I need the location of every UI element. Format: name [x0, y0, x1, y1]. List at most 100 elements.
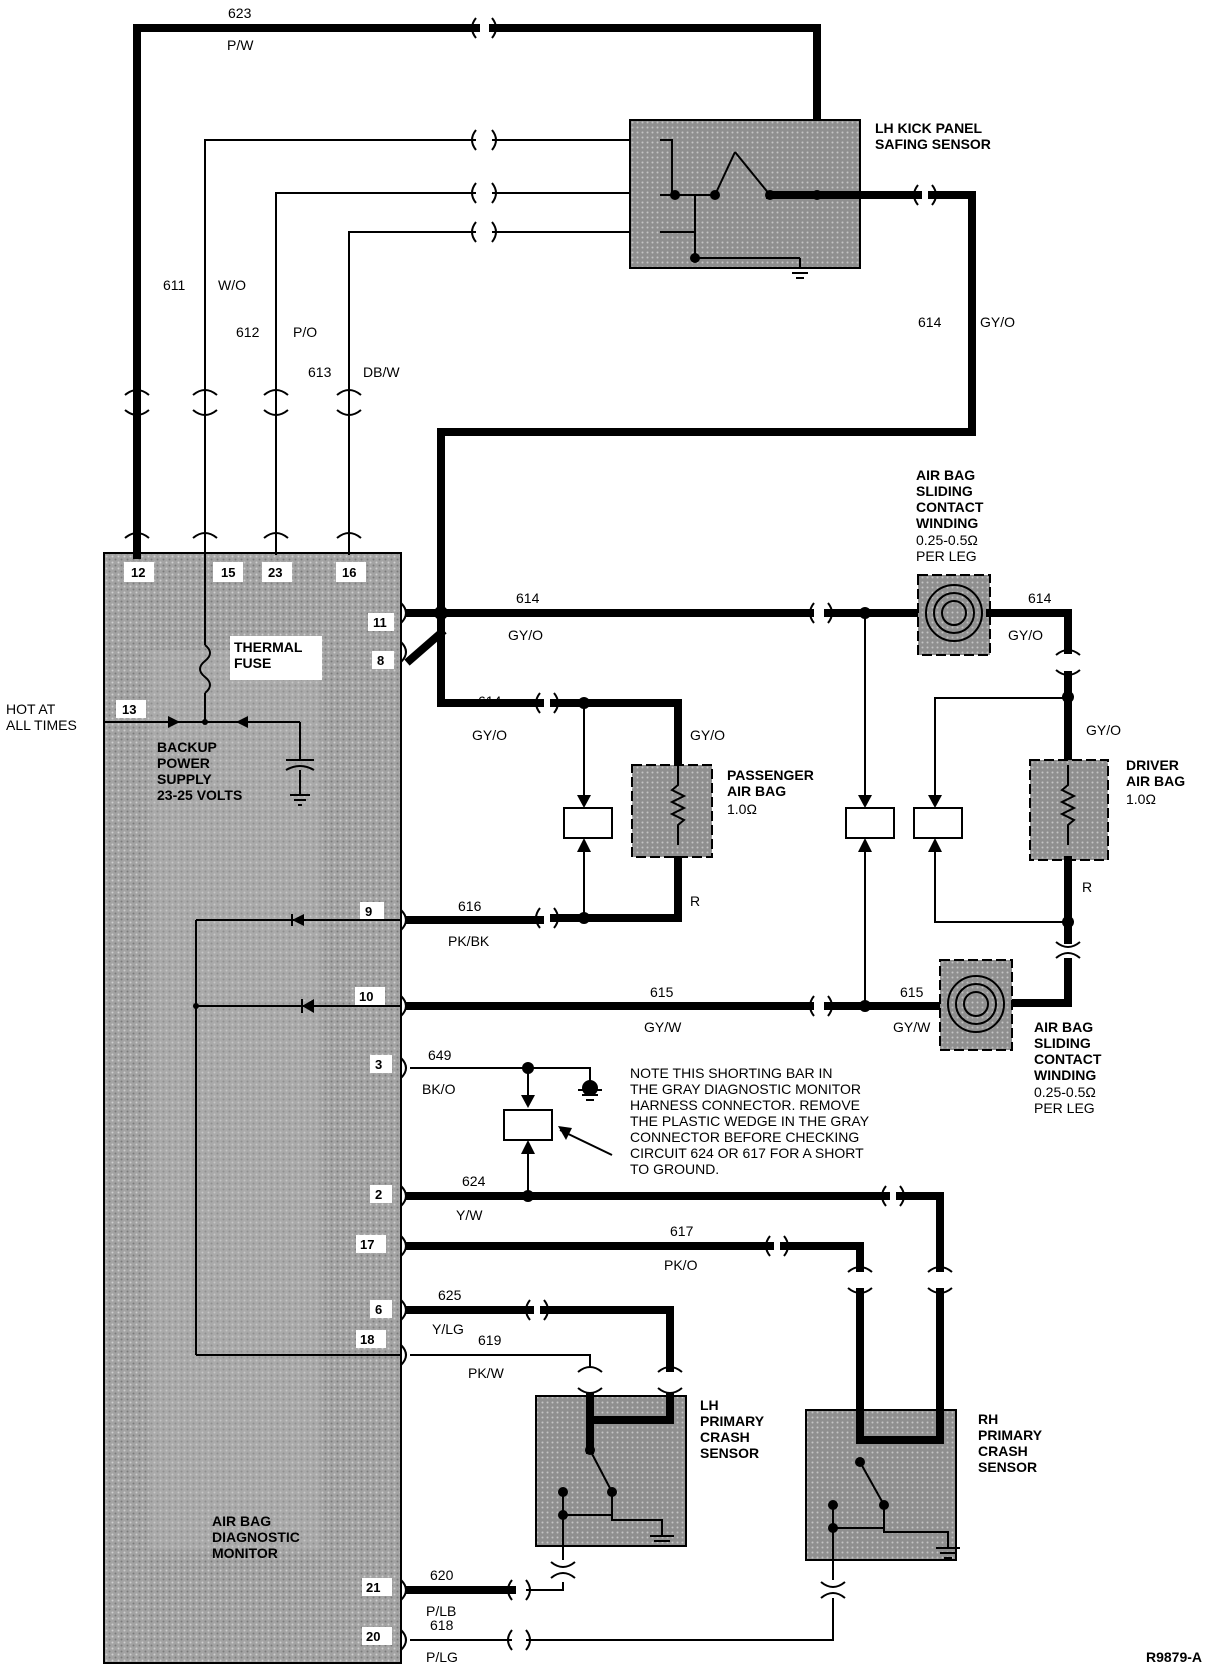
- svg-text:614: 614: [1028, 590, 1052, 606]
- pin-11: 11: [373, 615, 387, 630]
- pin-18: 18: [360, 1332, 374, 1347]
- svg-text:PK/W: PK/W: [468, 1365, 505, 1381]
- svg-text:611: 611: [163, 277, 186, 293]
- svg-text:615: 615: [650, 984, 674, 1000]
- svg-text:R: R: [1082, 879, 1092, 895]
- circuit-614-riser: 614 GY/O: [437, 184, 1015, 616]
- svg-text:615: 615: [900, 984, 924, 1000]
- svg-text:W/O: W/O: [218, 277, 246, 293]
- svg-text:DB/W: DB/W: [363, 364, 400, 380]
- svg-text:620: 620: [430, 1567, 454, 1583]
- svg-text:614: 614: [918, 314, 942, 330]
- pin-16: 16: [342, 565, 356, 580]
- circuit-619: 619 PK/W: [400, 1332, 603, 1394]
- svg-text:623: 623: [228, 5, 252, 21]
- svg-text:613: 613: [308, 364, 332, 380]
- pin-23: 23: [268, 565, 282, 580]
- pin-20: 20: [366, 1629, 380, 1644]
- svg-text:GY/O: GY/O: [472, 727, 507, 743]
- svg-text:GY/O: GY/O: [508, 627, 543, 643]
- svg-text:PK/O: PK/O: [664, 1257, 698, 1273]
- svg-text:624: 624: [462, 1173, 486, 1189]
- svg-text:614: 614: [516, 590, 540, 606]
- svg-text:P/LB: P/LB: [426, 1603, 456, 1619]
- pin-3: 3: [375, 1057, 382, 1072]
- svg-text:Y/LG: Y/LG: [432, 1321, 464, 1337]
- svg-text:GY/O: GY/O: [690, 727, 725, 743]
- svg-text:617: 617: [670, 1223, 694, 1239]
- svg-text:GY/O: GY/O: [1008, 627, 1043, 643]
- svg-text:GY/O: GY/O: [980, 314, 1015, 330]
- svg-text:649: 649: [428, 1047, 452, 1063]
- svg-text:BK/O: BK/O: [422, 1081, 456, 1097]
- monitor-pins: 12 15 23 16 13 11 8 9 10 3 2 17 6 18 21 …: [116, 562, 394, 1645]
- svg-text:612: 612: [236, 324, 260, 340]
- svg-text:618: 618: [430, 1617, 454, 1633]
- pin-21: 21: [366, 1580, 380, 1595]
- circuit-624: 624 Y/W: [400, 1173, 953, 1414]
- circuit-614-bus: 614 GY/O: [400, 590, 922, 808]
- top-inline-connectors: [471, 17, 497, 243]
- pin-12: 12: [131, 565, 145, 580]
- circuit-620: 620 P/LB: [400, 1561, 576, 1619]
- pin-15: 15: [221, 565, 235, 580]
- pin-8: 8: [377, 653, 384, 668]
- circuit-625: 625 Y/LG: [400, 1287, 683, 1394]
- svg-text:P/O: P/O: [293, 324, 317, 340]
- diagnostic-monitor: [103, 552, 402, 1664]
- monitor-internal-wiring: [104, 555, 401, 1356]
- pin-10: 10: [359, 989, 373, 1004]
- svg-text:614: 614: [478, 693, 502, 709]
- pin-17: 17: [360, 1237, 374, 1252]
- svg-text:1.0Ω: 1.0Ω: [1126, 791, 1156, 807]
- circuit-614-driver: 614 GY/O GY/O: [986, 590, 1121, 769]
- svg-text:Y/W: Y/W: [456, 1207, 483, 1223]
- svg-text:616: 616: [458, 898, 482, 914]
- svg-text:GY/W: GY/W: [893, 1019, 931, 1035]
- circuit-616: 616 PK/BK: [400, 898, 544, 949]
- svg-text:GY/W: GY/W: [644, 1019, 682, 1035]
- svg-text:P/W: P/W: [227, 37, 254, 53]
- svg-text:619: 619: [478, 1332, 502, 1348]
- riser-labels: 623 P/W 611 W/O 612 P/O 613 DB/W: [163, 5, 400, 380]
- svg-text:625: 625: [438, 1287, 462, 1303]
- figure-id: R9879-A: [1146, 1649, 1202, 1665]
- riser-connectors: [124, 389, 362, 539]
- pin-2: 2: [375, 1187, 382, 1202]
- center-test-relays: [845, 697, 1068, 1003]
- svg-text:1.0Ω: 1.0Ω: [727, 801, 757, 817]
- pin-9: 9: [365, 904, 372, 919]
- circuit-617: 617 PK/O: [400, 1223, 873, 1294]
- svg-text:PK/BK: PK/BK: [448, 933, 490, 949]
- pin-6: 6: [375, 1302, 382, 1317]
- pin-13: 13: [122, 702, 136, 717]
- circuit-618: 618 P/LG: [400, 1581, 846, 1665]
- svg-text:GY/O: GY/O: [1086, 722, 1121, 738]
- svg-text:R: R: [690, 893, 700, 909]
- svg-text:P/LG: P/LG: [426, 1649, 458, 1665]
